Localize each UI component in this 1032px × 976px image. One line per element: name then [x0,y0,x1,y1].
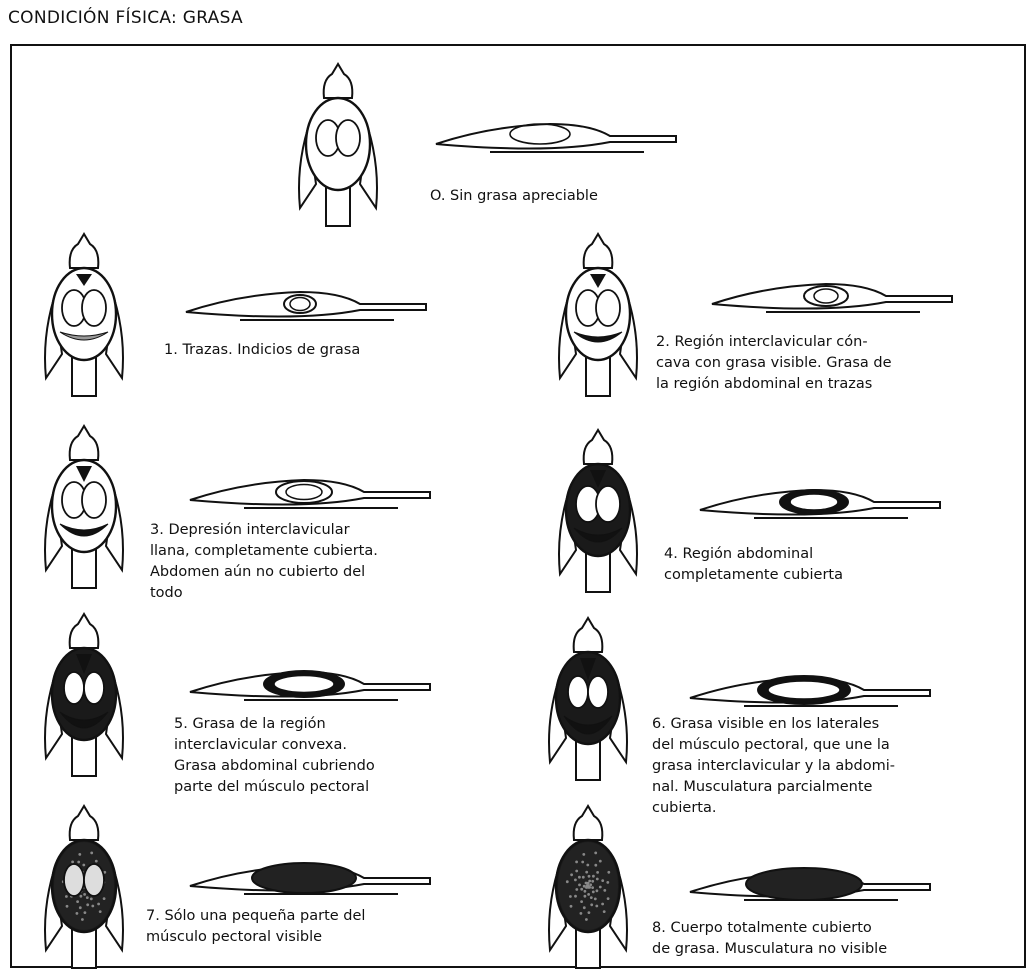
bird-side-view-2 [706,270,956,322]
bird-side-view-8 [684,858,934,910]
bird-side-view-4 [694,476,944,528]
bird-front-view-3 [36,420,132,592]
bird-front-view-1 [36,228,132,400]
bird-front-view-5 [36,608,132,780]
figure-title: CONDICIÓN FÍSICA: GRASA [8,8,243,28]
bird-front-view-4 [550,424,646,596]
bird-side-view-0 [430,110,680,162]
bird-front-view-0 [290,58,386,230]
bird-side-view-3 [184,466,434,518]
bird-front-view-2 [550,228,646,400]
caption-6: 6. Grasa visible en los laterales del mú… [652,714,895,819]
caption-7: 7. Sólo una pequeña parte del músculo pe… [146,906,365,948]
bird-front-view-8 [540,800,636,972]
bird-side-view-6 [684,664,934,716]
caption-1: 1. Trazas. Indicios de grasa [164,340,360,361]
caption-2: 2. Región interclavicular cón- cava con … [656,332,892,395]
caption-0: O. Sin grasa apreciable [430,186,598,207]
bird-front-view-7 [36,800,132,972]
bird-front-view-6 [540,612,636,784]
caption-8: 8. Cuerpo totalmente cubierto de grasa. … [652,918,887,960]
bird-side-view-1 [180,278,430,330]
bird-side-view-5 [184,658,434,710]
caption-3: 3. Depresión interclavicular llana, comp… [150,520,378,604]
bird-side-view-7 [184,852,434,904]
caption-5: 5. Grasa de la región interclavicular co… [174,714,375,798]
caption-4: 4. Región abdominal completamente cubier… [664,544,843,586]
